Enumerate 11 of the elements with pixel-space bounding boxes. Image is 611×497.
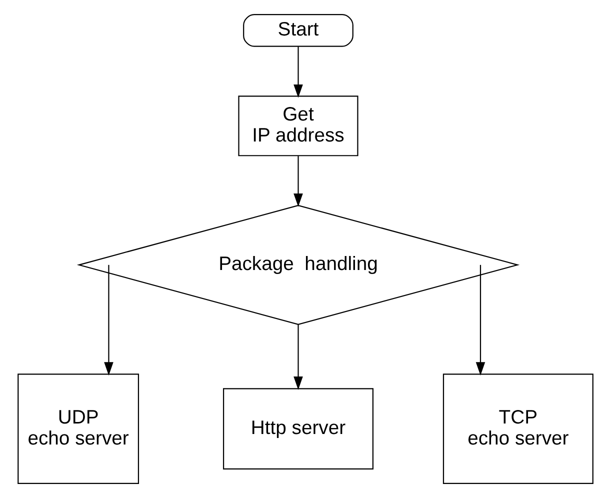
arrow — [294, 46, 303, 98]
node-diamond: Package handling — [76, 204, 520, 324]
arrow — [104, 264, 114, 375]
node-box: UDP echo server — [18, 373, 140, 484]
node-box: Get IP address — [238, 95, 358, 156]
node-box: TCP echo server — [442, 373, 594, 484]
arrow — [294, 324, 303, 390]
arrow — [294, 156, 303, 206]
node-box: Http server — [222, 388, 374, 469]
node-box: Start — [243, 13, 354, 46]
arrow — [476, 264, 486, 375]
